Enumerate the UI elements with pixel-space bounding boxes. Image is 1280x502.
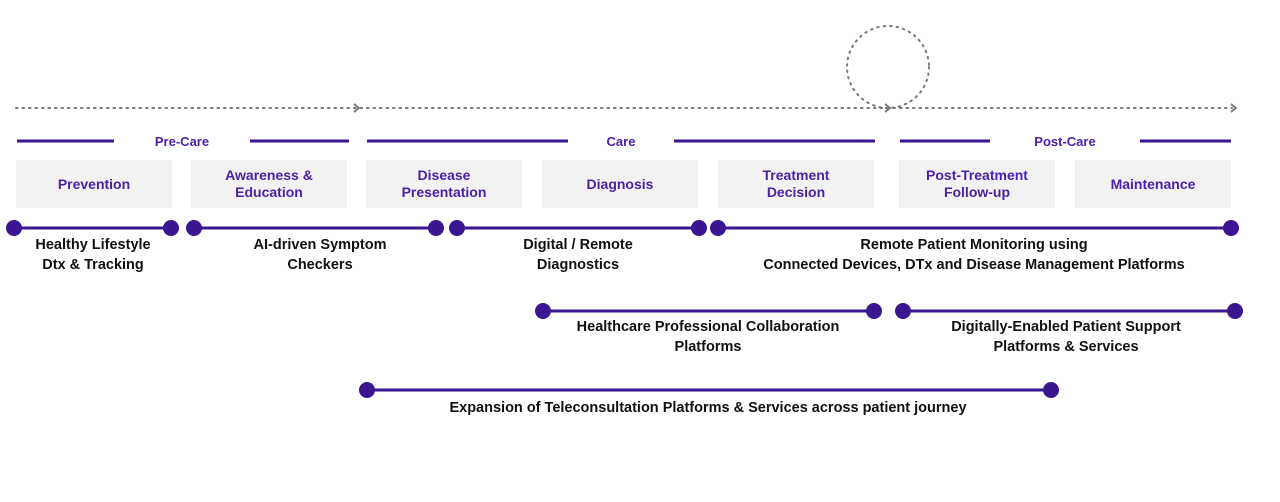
stage-line-1: Prevention bbox=[57, 175, 131, 192]
arrow-chevron-icon bbox=[353, 103, 361, 113]
stage-line-1: Maintenance bbox=[1110, 175, 1196, 192]
stage-line-1: Awareness & bbox=[225, 167, 313, 183]
segment-line-2: Checkers bbox=[287, 257, 353, 273]
segment-line-2: Platforms bbox=[674, 339, 742, 355]
segment-bar bbox=[6, 220, 179, 236]
segment-line-2: Dtx & Tracking bbox=[42, 257, 144, 273]
segment-line-2: Connected Devices, DTx and Disease Manag… bbox=[763, 257, 1185, 273]
stage-line-1: Treatment bbox=[762, 167, 830, 183]
stage-line-1: Post-Treatment bbox=[926, 167, 1028, 183]
stage-line-2: Decision bbox=[766, 184, 826, 200]
stage-line-2: Presentation bbox=[401, 184, 487, 200]
stage-box-diagnosis: Diagnosis bbox=[542, 160, 698, 208]
segment-line-1: Remote Patient Monitoring using bbox=[860, 237, 1088, 253]
segment-bar bbox=[186, 220, 444, 236]
segment-bar bbox=[359, 382, 1059, 398]
stage-box-awareness: Awareness &Education bbox=[191, 160, 347, 208]
segment-line-1: AI-driven Symptom bbox=[253, 237, 387, 253]
segment-line-1: Healthy Lifestyle bbox=[35, 237, 151, 253]
phase-label-pre-care: Pre-Care bbox=[154, 134, 210, 149]
stage-line-2: Education bbox=[235, 184, 303, 200]
segment-bar bbox=[449, 220, 707, 236]
stage-box-prevention: Prevention bbox=[16, 160, 172, 208]
segment-line-1: Healthcare Professional Collaboration bbox=[576, 319, 840, 335]
segment-line-1: Digital / Remote bbox=[523, 237, 633, 253]
segment-bar bbox=[710, 220, 1239, 236]
segment-line-2: Diagnostics bbox=[536, 257, 620, 273]
segment-bar bbox=[535, 303, 882, 319]
segment-line-2: Platforms & Services bbox=[993, 339, 1139, 355]
stage-box-maintenance: Maintenance bbox=[1075, 160, 1231, 208]
segment-label-teleconsultation: Expansion of Teleconsultation Platforms … bbox=[388, 398, 1028, 418]
stage-line-2: Follow-up bbox=[943, 184, 1011, 200]
phase-label-post-care: Post-Care bbox=[1034, 134, 1096, 149]
arrow-end-icon bbox=[1230, 103, 1238, 113]
segment-line-1: Digitally-Enabled Patient Support bbox=[951, 319, 1181, 335]
stage-line-1: Disease bbox=[417, 167, 471, 183]
segment-bar bbox=[895, 303, 1243, 319]
arrow-chevron-icon bbox=[884, 103, 892, 113]
loop-circle bbox=[846, 25, 930, 109]
stage-line-1: Diagnosis bbox=[586, 175, 654, 192]
phase-label-care: Care bbox=[606, 134, 636, 149]
segment-line-1: Expansion of Teleconsultation Platforms … bbox=[449, 400, 967, 416]
